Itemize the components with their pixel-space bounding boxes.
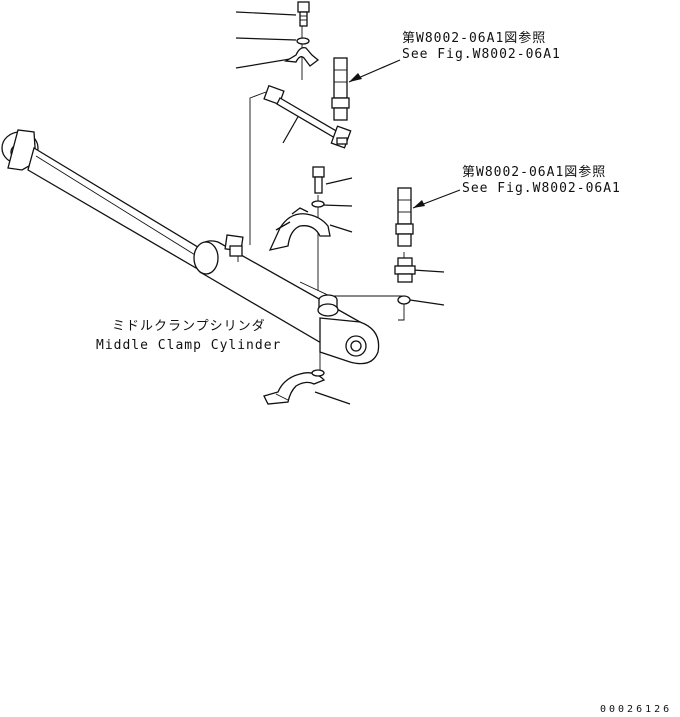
ref-fitting-2 bbox=[395, 187, 461, 247]
ref-2-jp-label: 第W8002-06A1図参照 bbox=[462, 164, 606, 180]
upper-bolt bbox=[297, 1, 310, 27]
ref-1-en-label: See Fig.W8002-06A1 bbox=[402, 47, 561, 62]
hose-assembly bbox=[263, 84, 352, 149]
upper-clamp bbox=[283, 47, 320, 67]
cylinder-en-label: Middle Clamp Cylinder bbox=[96, 338, 281, 353]
ref-fitting-1 bbox=[331, 57, 401, 121]
bottom-clamp bbox=[263, 369, 326, 405]
upper-washer bbox=[296, 37, 310, 45]
lower-washer bbox=[311, 200, 325, 208]
plug bbox=[397, 295, 411, 305]
lower-bolt bbox=[312, 166, 325, 194]
lower-clamp bbox=[268, 207, 331, 251]
ref-1-jp-label: 第W8002-06A1図参照 bbox=[402, 30, 546, 46]
cylinder-jp-label: ミドルクランプシリンダ bbox=[112, 319, 266, 334]
drawing-number: 00026126 bbox=[600, 704, 672, 715]
leader-lines bbox=[235, 11, 445, 405]
ref-2-en-label: See Fig.W8002-06A1 bbox=[462, 181, 621, 196]
adapter bbox=[394, 257, 416, 283]
middle-clamp-cylinder bbox=[1, 129, 380, 365]
